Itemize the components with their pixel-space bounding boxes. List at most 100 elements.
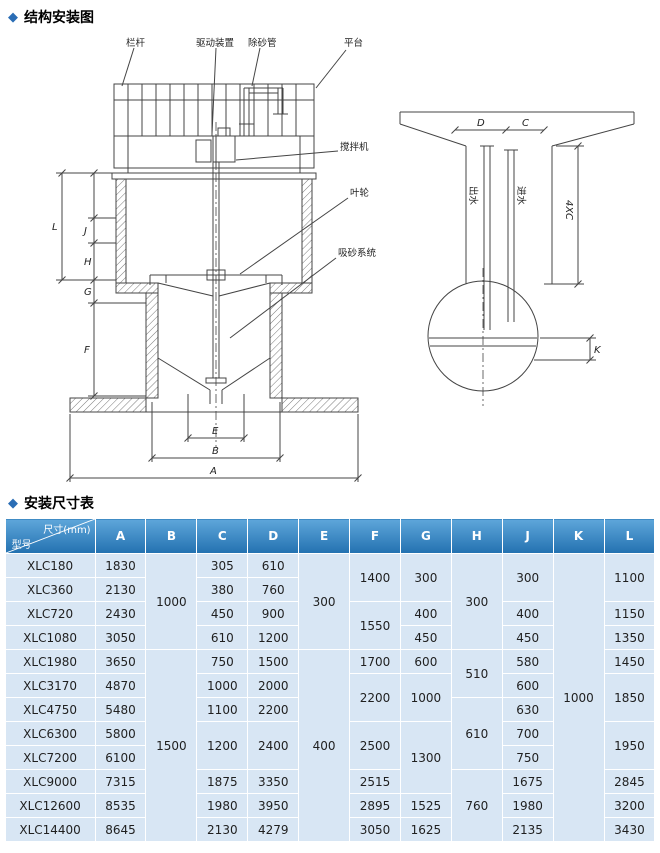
- table-cell: 300: [399, 553, 452, 602]
- callout-railing: 栏杆: [126, 37, 146, 49]
- table-row: XLC1980 3650 1500 750 1500 400 1700 600 …: [4, 649, 656, 842]
- table-cell: 4870: [94, 673, 147, 698]
- table-cell: 1150: [603, 601, 656, 626]
- table-cell: 1350: [603, 625, 656, 650]
- table-cell: 2895: [349, 793, 401, 818]
- diagonal-divider: [5, 519, 95, 553]
- model-cell: XLC1980: [4, 649, 96, 674]
- table-cell: 1850: [603, 673, 656, 722]
- table-cell: 1000: [196, 673, 249, 698]
- column-header: L: [603, 518, 656, 554]
- table-cell: 1550: [349, 601, 401, 650]
- model-cell: XLC6300: [4, 721, 96, 746]
- table-cell: 300: [450, 553, 503, 650]
- table-cell: 400: [298, 649, 351, 842]
- model-cell: XLC9000: [4, 769, 96, 794]
- corner-header-cell: 尺寸(mm) 型号: [4, 518, 96, 554]
- section-title-structure: ◆ 结构安装图: [0, 6, 660, 28]
- table-cell: 2000: [247, 673, 300, 698]
- table-cell: 1875: [196, 769, 249, 794]
- left-elevation-drawing: [56, 47, 362, 482]
- dim-F: F: [84, 345, 90, 356]
- table-row: XLC3170 4870 1000 2000 2200 1000 600 185…: [4, 673, 656, 722]
- table-cell: 5800: [94, 721, 147, 746]
- table-cell: 8535: [94, 793, 147, 818]
- callout-mixer: 搅拌机: [340, 141, 369, 153]
- column-header: G: [399, 518, 452, 554]
- table-cell: 2200: [247, 697, 300, 722]
- table-cell: 1300: [399, 721, 452, 794]
- table-cell: 5480: [94, 697, 147, 722]
- label-water-inlet: 进水: [515, 186, 527, 206]
- model-cell: XLC4750: [4, 697, 96, 722]
- model-cell: XLC1080: [4, 625, 96, 650]
- table-cell: 600: [399, 649, 452, 674]
- model-cell: XLC14400: [4, 817, 96, 842]
- table-cell: 2135: [501, 817, 554, 842]
- table-cell: 900: [247, 601, 300, 626]
- label-water-outlet: 出水: [467, 186, 479, 206]
- corner-top-label: 尺寸(mm): [43, 525, 91, 536]
- model-cell: XLC7200: [4, 745, 96, 770]
- table-cell: 1450: [603, 649, 656, 674]
- table-cell: 1500: [145, 649, 198, 842]
- column-header: K: [552, 518, 605, 554]
- table-cell: 2130: [196, 817, 249, 842]
- table-cell: 1675: [501, 769, 554, 794]
- section-title-text: 安装尺寸表: [24, 496, 94, 512]
- table-cell: 400: [399, 601, 452, 626]
- table-cell: 8645: [94, 817, 147, 842]
- table-cell: 630: [501, 697, 554, 722]
- table-cell: 1000: [552, 553, 605, 842]
- table-cell: 2400: [247, 721, 300, 770]
- column-header: F: [349, 518, 401, 554]
- table-cell: 1950: [603, 721, 656, 770]
- table-cell: 1830: [94, 553, 147, 578]
- table-cell: 1100: [196, 697, 249, 722]
- table-row: XLC6300 5800 1200 2400 2500 1300 700 195…: [4, 721, 656, 794]
- table-cell: 3350: [247, 769, 300, 794]
- table-cell: 1980: [501, 793, 554, 818]
- dim-E: E: [212, 426, 219, 437]
- dim-K: K: [594, 345, 602, 356]
- section-title-dimensions: ◆ 安装尺寸表: [0, 492, 660, 514]
- dim-B: B: [212, 446, 219, 457]
- column-header: E: [298, 518, 351, 554]
- column-header: D: [247, 518, 300, 554]
- dim-D: D: [477, 118, 485, 129]
- diamond-bullet-icon: ◆: [8, 496, 18, 511]
- table-cell: 7315: [94, 769, 147, 794]
- table-cell: 510: [450, 649, 503, 698]
- table-cell: 450: [399, 625, 452, 650]
- table-cell: 3950: [247, 793, 300, 818]
- table-cell: 300: [298, 553, 351, 650]
- table-cell: 610: [247, 553, 300, 578]
- dim-A: A: [209, 466, 217, 477]
- table-cell: 750: [196, 649, 249, 674]
- table-cell: 1200: [196, 721, 249, 770]
- model-cell: XLC360: [4, 577, 96, 602]
- right-section-drawing: [399, 111, 635, 406]
- table-cell: 450: [196, 601, 249, 626]
- column-header: J: [501, 518, 554, 554]
- dim-J: J: [82, 226, 87, 237]
- section-title-text: 结构安装图: [24, 10, 94, 26]
- table-cell: 6100: [94, 745, 147, 770]
- table-cell: 1700: [349, 649, 401, 674]
- table-cell: 1625: [399, 817, 452, 842]
- installation-diagram: 栏杆 驱动装置 除砂管 平台 搅拌机 叶轮 吸砂系统 出水 进水 L J H G…: [52, 37, 635, 482]
- table-cell: 600: [501, 673, 554, 698]
- table-cell: 2130: [94, 577, 147, 602]
- table-cell: 3200: [603, 793, 656, 818]
- model-cell: XLC720: [4, 601, 96, 626]
- callout-drive-unit: 驱动装置: [196, 37, 234, 49]
- table-cell: 1980: [196, 793, 249, 818]
- dim-H: H: [84, 257, 92, 268]
- table-row: XLC1080 3050 610 1200 450 450 1350: [4, 625, 656, 650]
- table-cell: 760: [247, 577, 300, 602]
- table-cell: 1100: [603, 553, 656, 602]
- table-row: XLC4750 5480 1100 2200 610 630: [4, 697, 655, 770]
- table-cell: 610: [450, 697, 503, 770]
- table-cell: 1525: [399, 793, 452, 818]
